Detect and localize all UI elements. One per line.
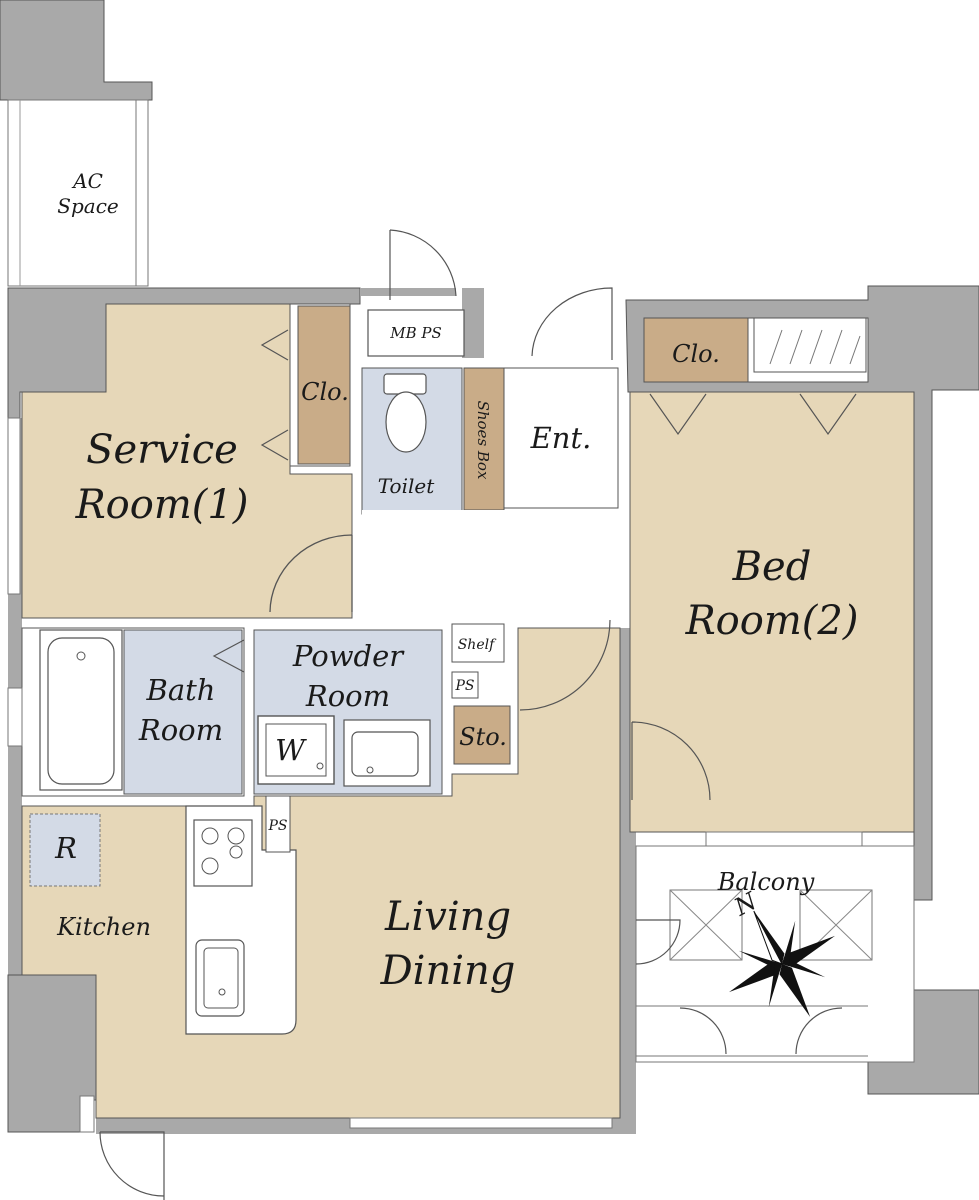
balcony-door-mid: [679, 1007, 727, 1055]
shelf: [451, 623, 505, 663]
refrigerator-label: R: [54, 831, 77, 865]
ac-space-label-line1: AC: [71, 169, 103, 193]
ac-space-label-line2: Space: [57, 194, 118, 218]
ps-upper-label: PS: [454, 678, 474, 694]
bedroom-closet-door-marks: [649, 393, 857, 436]
bedroom-closet-label: Clo.: [672, 340, 720, 368]
ps-upper: [451, 671, 479, 699]
window-bedroom-south: [705, 831, 863, 847]
refrigerator: R: [29, 813, 101, 887]
bath-room-label-line2: Room: [138, 713, 223, 747]
bed-room: Bed Room(2): [629, 391, 915, 833]
wall-north-mbps: [360, 288, 456, 296]
kitchen-label: Kitchen: [56, 913, 151, 941]
toilet-room: Toilet: [361, 367, 463, 589]
hallway: [362, 510, 628, 620]
shelf-ps-storage: Shelf PS Sto.: [451, 623, 554, 765]
windows: [7, 417, 863, 1133]
storage-label: Sto.: [459, 723, 507, 751]
window-bath: [7, 687, 23, 747]
living-door: [519, 619, 611, 711]
powder-room-label-line2: Room: [305, 679, 390, 713]
ps-lower: [265, 795, 291, 853]
shoes-box-label: Shoes Box: [474, 401, 492, 480]
washer-label: W: [275, 733, 307, 767]
cooktop: [193, 819, 253, 887]
kitchen-counter: PS: [185, 795, 297, 1035]
ps-lower-label: PS: [267, 818, 287, 834]
powder-room-label-line1: Powder: [292, 639, 405, 673]
bath-room-label-line1: Bath: [146, 673, 216, 707]
toilet-label: Toilet: [378, 474, 435, 498]
north-arrow-compass-icon: N: [729, 886, 835, 1017]
mb-ps: MB PS: [367, 229, 465, 357]
bedroom-closet: Clo.: [643, 317, 869, 383]
living-dining-kitchen: Living Dining: [21, 619, 621, 1119]
bathtub-inner: [47, 637, 115, 785]
south-door: [99, 1131, 165, 1200]
kitchen-sink: [195, 939, 245, 1017]
window-service-room: [7, 417, 21, 595]
ac-space: AC Space: [7, 99, 149, 287]
bath-door-mark: [212, 639, 245, 673]
service-room-label-line2: Room(1): [75, 482, 249, 528]
shoes-box: Shoes Box: [463, 367, 505, 511]
service-room-door: [269, 534, 353, 613]
wall-north-shoes: [462, 288, 484, 358]
closet-door-marks: [260, 329, 289, 461]
mb-ps-label: MB PS: [389, 324, 442, 342]
bed-room-label-line2: Room(2): [685, 598, 859, 644]
service-room: Service Room(1): [21, 303, 353, 619]
shelf-label: Shelf: [458, 637, 497, 653]
toilet-tank: [383, 373, 427, 395]
service-closet-label: Clo.: [301, 378, 349, 406]
bath-room: Bath Room: [21, 627, 245, 797]
window-sw: [79, 1095, 95, 1133]
wall-top-left-column: [0, 0, 153, 101]
bathtub-drain: [76, 651, 86, 661]
mb-ps-door: [389, 229, 457, 300]
balcony-label: Balcony: [717, 868, 815, 896]
living-dining-label-line2: Dining: [380, 948, 516, 994]
toilet-bowl: [385, 391, 427, 453]
washer-space: [257, 715, 335, 785]
entrance-label: Ent.: [530, 421, 592, 455]
bedroom-door: [631, 721, 711, 801]
living-dining-label-line1: Living: [384, 894, 511, 940]
shelf-stairs-icon: [769, 329, 861, 365]
balcony-door-left: [635, 919, 681, 965]
entrance-door: [531, 287, 613, 360]
service-room-label-line1: Service: [86, 427, 238, 473]
window-living-south: [349, 1117, 613, 1129]
service-room-closet: Clo.: [260, 303, 351, 467]
entrance: Ent.: [503, 287, 619, 509]
powder-room: Powder Room W: [253, 629, 443, 795]
balcony-door-right: [795, 1007, 843, 1055]
storage: [453, 705, 511, 765]
bed-room-label-line1: Bed: [732, 544, 812, 590]
